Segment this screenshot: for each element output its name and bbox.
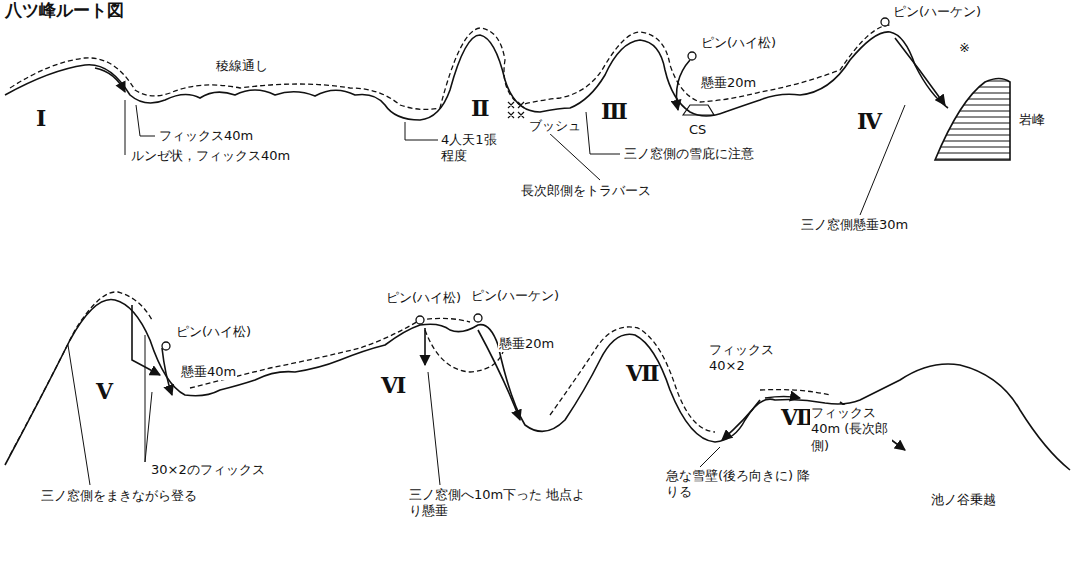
route-note: 長次郎側をトラバース: [520, 183, 652, 199]
route-note: ※: [958, 40, 971, 56]
route-note: 稜線通し: [215, 58, 269, 74]
route-note: CS: [688, 122, 707, 138]
route-note: ブッシュ: [528, 118, 582, 134]
route-note: フィックス40m: [158, 128, 254, 144]
route-note: 懸垂20m: [700, 75, 757, 91]
route-note: 30×2のフィックス: [150, 462, 266, 478]
peak-number: Ⅶ: [625, 360, 661, 388]
peak-number: Ⅱ: [470, 95, 491, 123]
route-note: ルンゼ状，フィックス40m: [130, 148, 291, 164]
peak-number: Ⅴ: [95, 378, 114, 406]
route-note: 懸垂20m: [498, 336, 555, 352]
route-note: ピン(ハイ松): [175, 324, 252, 340]
route-note: 岩峰: [1018, 112, 1046, 128]
route-note: フィックス 40m (長次郎側): [810, 405, 892, 454]
route-note: ピン(ハイ松): [700, 35, 777, 51]
peak-number: Ⅳ: [856, 108, 883, 136]
peak-number: Ⅰ: [35, 105, 47, 133]
route-note: ピン(ハーケン): [470, 288, 560, 304]
route-note: ピン(ハーケン): [892, 4, 982, 20]
route-note: 三ノ窓側懸垂30m: [800, 217, 909, 233]
peak-number: Ⅵ: [380, 372, 407, 400]
route-note: 4人天1張 程度: [440, 132, 504, 165]
diagram-title: 八ツ峰ルート図: [4, 0, 125, 21]
route-note: フィックス 40×2: [708, 342, 782, 375]
route-note: 三ノ窓側へ10m下った 地点より懸垂: [408, 487, 588, 520]
route-note: 急な雪壁(後ろ向きに) 降りる: [665, 468, 817, 501]
route-note: 三ノ窓側の雪庇に注意: [623, 146, 755, 162]
route-note: 懸垂40m: [180, 364, 237, 380]
peak-number: Ⅲ: [600, 98, 629, 126]
route-note: 三ノ窓側をまきながら登る: [40, 488, 198, 504]
route-note: 池ノ谷乗越: [930, 492, 997, 508]
route-note: ピン(ハイ松): [385, 290, 462, 306]
